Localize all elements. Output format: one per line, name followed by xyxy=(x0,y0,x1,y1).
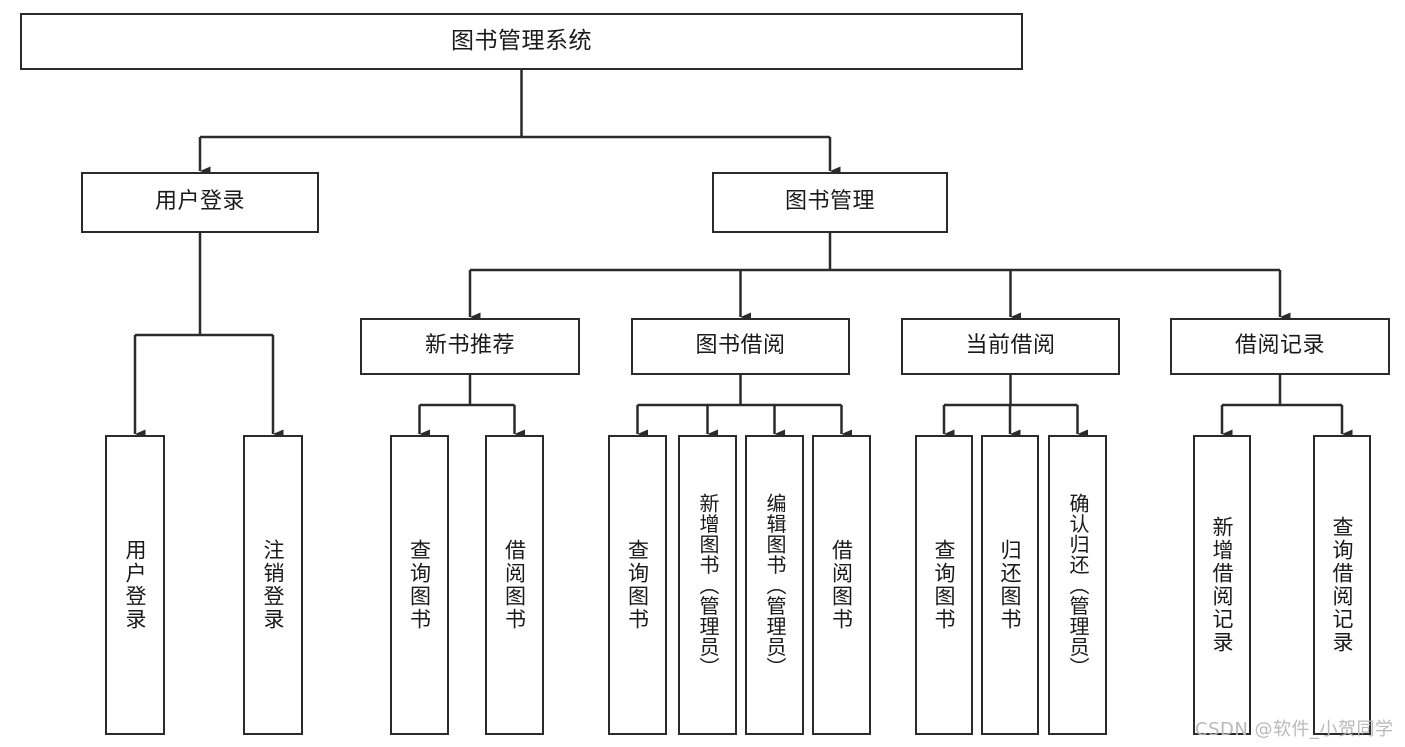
node-borrow-record[interactable]: 借阅记录 xyxy=(1170,318,1390,375)
node-label: 用户登录 xyxy=(154,189,245,215)
node-label: 查询图书 xyxy=(407,539,432,631)
node-leaf-return-book[interactable]: 归还图书 xyxy=(981,435,1039,735)
node-book-borrow[interactable]: 图书借阅 xyxy=(631,318,850,375)
node-leaf-query-book-2[interactable]: 查询图书 xyxy=(608,435,667,735)
node-leaf-logout[interactable]: 注销登录 xyxy=(243,435,303,735)
node-new-book-rec[interactable]: 新书推荐 xyxy=(360,318,580,375)
node-leaf-confirm-return[interactable]: 确认归还（管理员） xyxy=(1048,435,1107,735)
node-label: 新增借阅记录 xyxy=(1210,516,1235,654)
node-label: 借阅图书 xyxy=(829,539,854,631)
node-label: 确认归还（管理员） xyxy=(1066,492,1090,678)
node-leaf-borrow-book-1[interactable]: 借阅图书 xyxy=(485,435,544,735)
node-label: 新增图书（管理员） xyxy=(696,492,720,678)
node-leaf-add-record[interactable]: 新增借阅记录 xyxy=(1193,435,1251,735)
node-label: 图书管理系统 xyxy=(451,27,592,54)
node-label: 新书推荐 xyxy=(424,333,515,359)
node-label: 借阅图书 xyxy=(502,539,527,631)
node-label: 注销登录 xyxy=(261,539,286,631)
node-label: 编辑图书（管理员） xyxy=(763,492,787,678)
node-leaf-add-book[interactable]: 新增图书（管理员） xyxy=(678,435,737,735)
node-label: 当前借阅 xyxy=(965,333,1056,359)
node-label: 图书借阅 xyxy=(695,333,786,359)
node-label: 图书管理 xyxy=(784,189,875,215)
csdn-watermark: CSDN @软件_小贺同学 xyxy=(1195,719,1394,740)
node-current-borrow[interactable]: 当前借阅 xyxy=(901,318,1120,375)
node-leaf-query-record[interactable]: 查询借阅记录 xyxy=(1313,435,1371,735)
node-label: 查询图书 xyxy=(932,539,957,631)
node-user-login[interactable]: 用户登录 xyxy=(81,172,319,233)
node-label: 查询图书 xyxy=(625,539,650,631)
node-label: 用户登录 xyxy=(123,539,148,631)
node-label: 归还图书 xyxy=(998,539,1023,631)
node-leaf-query-book-3[interactable]: 查询图书 xyxy=(915,435,973,735)
node-root-title[interactable]: 图书管理系统 xyxy=(20,13,1023,70)
node-book-manage[interactable]: 图书管理 xyxy=(712,172,948,233)
node-leaf-query-book-1[interactable]: 查询图书 xyxy=(390,435,449,735)
node-label: 查询借阅记录 xyxy=(1330,516,1355,654)
node-label: 借阅记录 xyxy=(1234,333,1325,359)
edges-group xyxy=(133,70,1353,439)
node-leaf-borrow-book-2[interactable]: 借阅图书 xyxy=(812,435,871,735)
node-leaf-user-login[interactable]: 用户登录 xyxy=(105,435,165,735)
node-leaf-edit-book[interactable]: 编辑图书（管理员） xyxy=(745,435,804,735)
